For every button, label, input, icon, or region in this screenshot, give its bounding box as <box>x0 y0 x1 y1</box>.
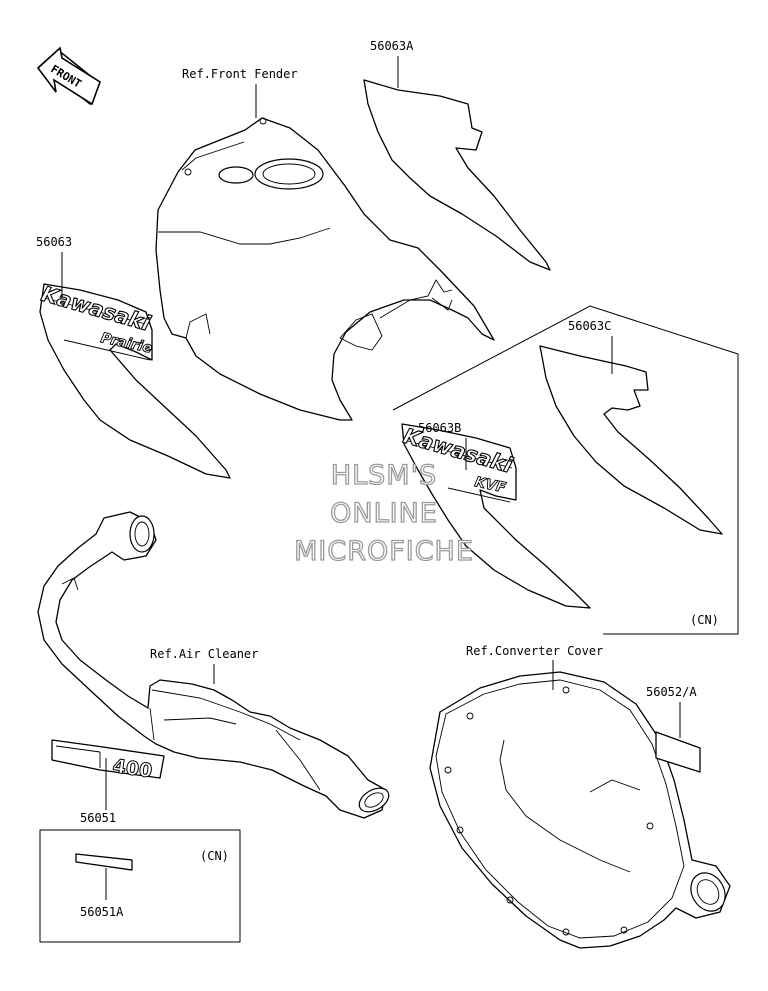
converter-cover-part <box>429 671 731 949</box>
decal-56063C <box>539 345 723 535</box>
label-56063A: 56063A <box>370 39 414 53</box>
air-cleaner-duct-part <box>37 511 390 819</box>
label-cn-top: (CN) <box>690 613 719 627</box>
decal-56063A <box>363 79 551 271</box>
watermark-line-2: ONLINE <box>330 498 438 529</box>
decal-56052A <box>655 731 701 773</box>
label-56051A: 56051A <box>80 905 124 919</box>
cn-box-top <box>392 305 739 635</box>
label-ref-converter-cover: Ref.Converter Cover <box>466 644 603 658</box>
cn-box-bottom <box>39 829 241 943</box>
watermark: HLSM'S ONLINE MICROFICHE <box>293 459 474 567</box>
label-ref-front-fender: Ref.Front Fender <box>182 67 298 81</box>
kvf-logo: KVF <box>473 474 507 496</box>
label-56051: 56051 <box>80 811 116 825</box>
label-ref-air-cleaner: Ref.Air Cleaner <box>150 647 258 661</box>
watermark-line-3: MICROFICHE <box>294 536 474 567</box>
front-fender-part <box>155 117 495 421</box>
decal-56051A <box>75 853 133 871</box>
leader-lines <box>61 56 681 900</box>
num-400-logo: 400 <box>111 755 153 782</box>
label-cn-bottom: (CN) <box>200 849 229 863</box>
watermark-line-1: HLSM'S <box>331 460 437 491</box>
label-56063: 56063 <box>36 235 72 249</box>
label-56063B: 56063B <box>418 421 461 435</box>
label-56052A: 56052/A <box>646 685 697 699</box>
label-56063C: 56063C <box>568 319 611 333</box>
front-arrow-icon: FRONT <box>36 46 101 106</box>
decal-56051: 400 <box>51 739 165 783</box>
